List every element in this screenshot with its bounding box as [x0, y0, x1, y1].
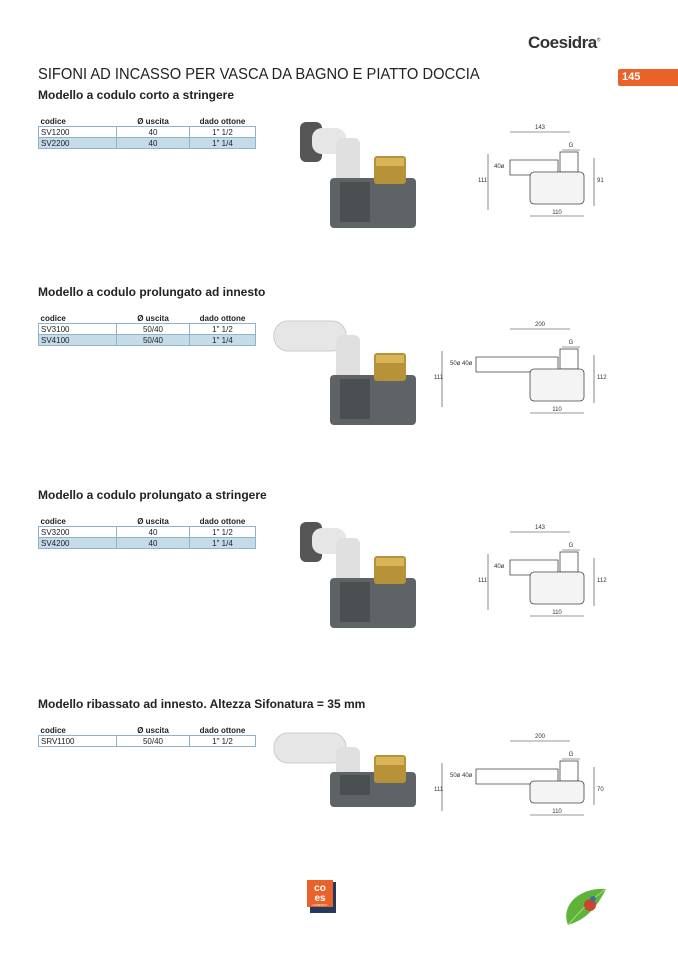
technical-drawing: 200 G 111 50ø 40ø 112 110: [434, 322, 607, 414]
column-header: Ø uscita: [137, 725, 169, 735]
dim-nut: G: [569, 543, 574, 549]
dim-height: 111: [478, 178, 488, 184]
column-header: dado ottone: [199, 725, 246, 735]
uscita-cell: 50/40: [116, 323, 190, 335]
codice-cell: SV4100: [38, 334, 117, 346]
dim-outlet: 40ø: [494, 164, 505, 170]
column-header: dado ottone: [199, 313, 246, 323]
table-row: SV4200 40 1" 1/4: [38, 537, 256, 549]
coes-company-logo: co es COMPANY: [307, 880, 336, 913]
dado-cell: 1" 1/4: [189, 537, 256, 549]
table-row: SV3200 40 1" 1/2: [38, 526, 256, 538]
dim-length: 143: [535, 125, 546, 131]
section-subtitle: Modello ribassato ad innesto. Altezza Si…: [38, 697, 366, 711]
codice-cell: SV4200: [38, 537, 117, 549]
codice-cell: SV1200: [38, 126, 117, 138]
dado-cell: 1" 1/4: [189, 137, 256, 149]
dim-base: 110: [552, 210, 562, 216]
dado-cell: 1" 1/2: [189, 126, 256, 138]
table-row: SRV1100 50/40 1" 1/2: [38, 735, 256, 747]
column-header: codice: [40, 516, 66, 526]
dado-cell: 1" 1/2: [189, 323, 256, 335]
product-table: codice Ø uscita dado ottone SV1200 40 1" 1…: [38, 116, 256, 149]
dim-nut: G: [569, 752, 574, 758]
dim-length: 143: [535, 525, 546, 531]
table-row: SV1200 40 1" 1/2: [38, 126, 256, 138]
dim-base: 110: [552, 809, 562, 815]
leaf-ladybug-logo: [566, 888, 607, 926]
codice-cell: SRV1100: [38, 735, 117, 747]
dim-base: 110: [552, 610, 562, 616]
column-header: codice: [40, 116, 66, 126]
column-header: Ø uscita: [137, 516, 169, 526]
svg-text:es: es: [314, 893, 326, 904]
brand-logo: Coesidra®: [528, 33, 600, 52]
section-subtitle: Modello a codulo corto a stringere: [38, 88, 235, 102]
column-header: Ø uscita: [137, 116, 169, 126]
page-title: SIFONI AD INCASSO PER VASCA DA BAGNO E P…: [38, 66, 480, 83]
column-header: Ø uscita: [137, 313, 169, 323]
product-table: codice Ø uscita dado ottone SV3200 40 1" 1…: [38, 516, 256, 549]
codice-cell: SV2200: [38, 137, 117, 149]
svg-text:COMPANY: COMPANY: [313, 903, 328, 907]
dim-length: 200: [535, 322, 546, 328]
section-subtitle: Modello a codulo prolungato ad innesto: [38, 285, 266, 299]
column-header: codice: [40, 725, 66, 735]
uscita-cell: 40: [116, 126, 190, 138]
technical-drawing: 143 G 111 40ø 91 110: [478, 125, 604, 217]
dim-right: 112: [597, 375, 607, 381]
product-table: codice Ø uscita dado ottone SV3100 50/40 1…: [38, 313, 256, 346]
product-table: codice Ø uscita dado ottone SRV1100 50/40 …: [38, 725, 256, 747]
dim-length: 200: [535, 734, 546, 740]
column-header: codice: [40, 313, 66, 323]
uscita-cell: 50/40: [116, 735, 190, 747]
table-row: SV3100 50/40 1" 1/2: [38, 323, 256, 335]
dim-right: 91: [597, 178, 604, 184]
dado-cell: 1" 1/2: [189, 526, 256, 538]
dim-height: 111: [478, 578, 488, 584]
product-photo: [300, 522, 416, 628]
column-header: dado ottone: [199, 516, 246, 526]
dado-cell: 1" 1/2: [189, 735, 256, 747]
dim-height: 111: [434, 787, 444, 793]
table-row: SV2200 40 1" 1/4: [38, 137, 256, 149]
product-photo: [273, 320, 416, 425]
section-subtitle: Modello a codulo prolungato a stringere: [38, 488, 267, 502]
dim-nut: G: [569, 143, 574, 149]
technical-drawing: 200 G 111 50ø 40ø 70 110: [434, 734, 604, 816]
technical-drawing: 143 G 111 40ø 112 110: [478, 525, 607, 617]
table-row: SV4100 50/40 1" 1/4: [38, 334, 256, 346]
dim-base: 110: [552, 407, 562, 413]
codice-cell: SV3100: [38, 323, 117, 335]
page-number-tab: 145: [618, 69, 678, 86]
product-photo: [273, 732, 416, 807]
dim-right: 112: [597, 578, 607, 584]
svg-text:co: co: [314, 883, 326, 894]
dim-outlet: 50ø 40ø: [450, 773, 473, 779]
dado-cell: 1" 1/4: [189, 334, 256, 346]
product-photo: [300, 122, 416, 228]
dim-outlet: 50ø 40ø: [450, 361, 473, 367]
column-header: dado ottone: [199, 116, 246, 126]
dim-outlet: 40ø: [494, 564, 505, 570]
dim-height: 111: [434, 375, 444, 381]
dim-right: 70: [597, 787, 604, 793]
uscita-cell: 50/40: [116, 334, 190, 346]
codice-cell: SV3200: [38, 526, 117, 538]
uscita-cell: 40: [116, 537, 190, 549]
uscita-cell: 40: [116, 137, 190, 149]
uscita-cell: 40: [116, 526, 190, 538]
dim-nut: G: [569, 340, 574, 346]
